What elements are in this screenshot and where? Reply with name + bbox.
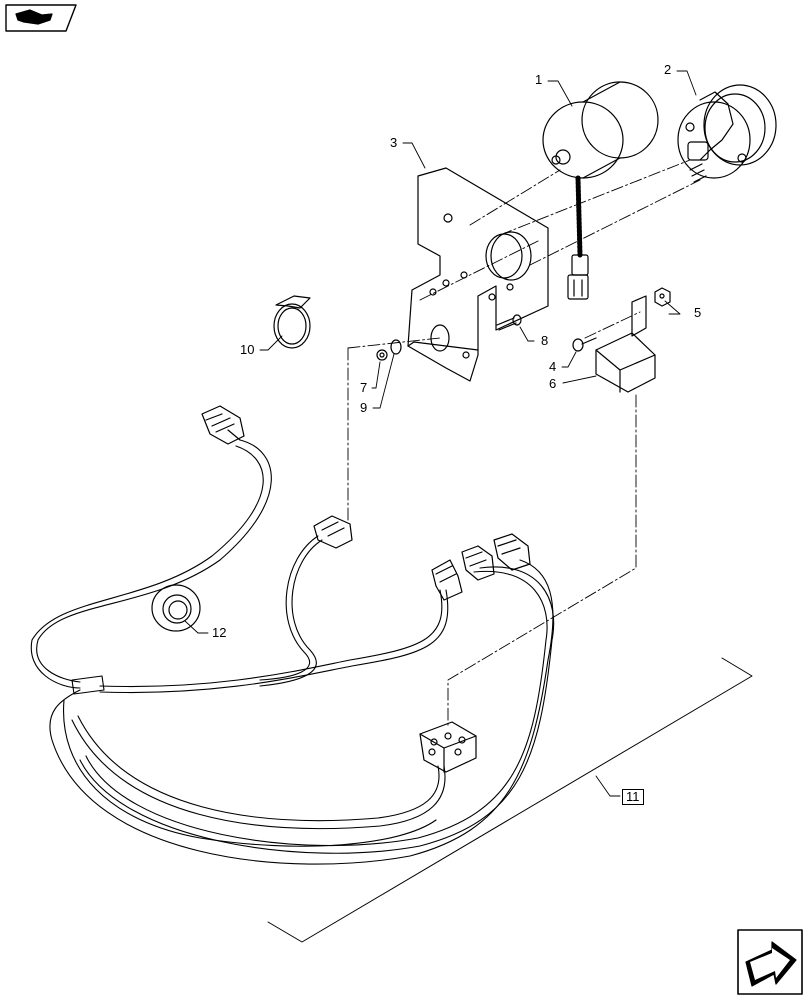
bracket-3: [407, 167, 549, 382]
washer-9: [390, 339, 402, 355]
gauge-2: [677, 84, 777, 183]
connector-mid-right-1: [461, 545, 495, 581]
assembly-lines: [347, 159, 701, 727]
connector-bottom: [419, 721, 477, 773]
callout-11: 11: [622, 789, 644, 805]
next-page-arrow-icon[interactable]: [737, 929, 803, 995]
leader-lines: [184, 70, 697, 797]
cable-tie-10: [273, 295, 311, 349]
callout-8: 8: [541, 333, 549, 348]
callout-5: 5: [694, 305, 702, 320]
callout-6: 6: [549, 376, 557, 391]
screw-8: [496, 314, 522, 331]
screw-4: [572, 337, 597, 352]
callout-3: 3: [390, 135, 398, 150]
nut-7: [376, 349, 388, 361]
grommet-12: [151, 584, 201, 632]
connector-top-middle: [313, 515, 353, 549]
nut-5: [654, 287, 671, 307]
wire-harness-11: [30, 439, 555, 865]
callout-10: 10: [240, 342, 255, 357]
relay-6: [595, 295, 656, 393]
connector-mid-right-2: [493, 533, 531, 571]
gauge-1: [542, 81, 659, 300]
callout-4: 4: [549, 359, 557, 374]
connector-top-left: [201, 405, 245, 445]
callout-12: 12: [212, 625, 227, 640]
section-tab-icon[interactable]: [5, 4, 77, 32]
callout-2: 2: [664, 62, 672, 77]
harness-group-bracket: [267, 657, 753, 943]
connector-mid-left: [431, 559, 463, 601]
callout-9: 9: [360, 400, 368, 415]
callout-1: 1: [535, 72, 543, 87]
callout-7: 7: [360, 380, 368, 395]
